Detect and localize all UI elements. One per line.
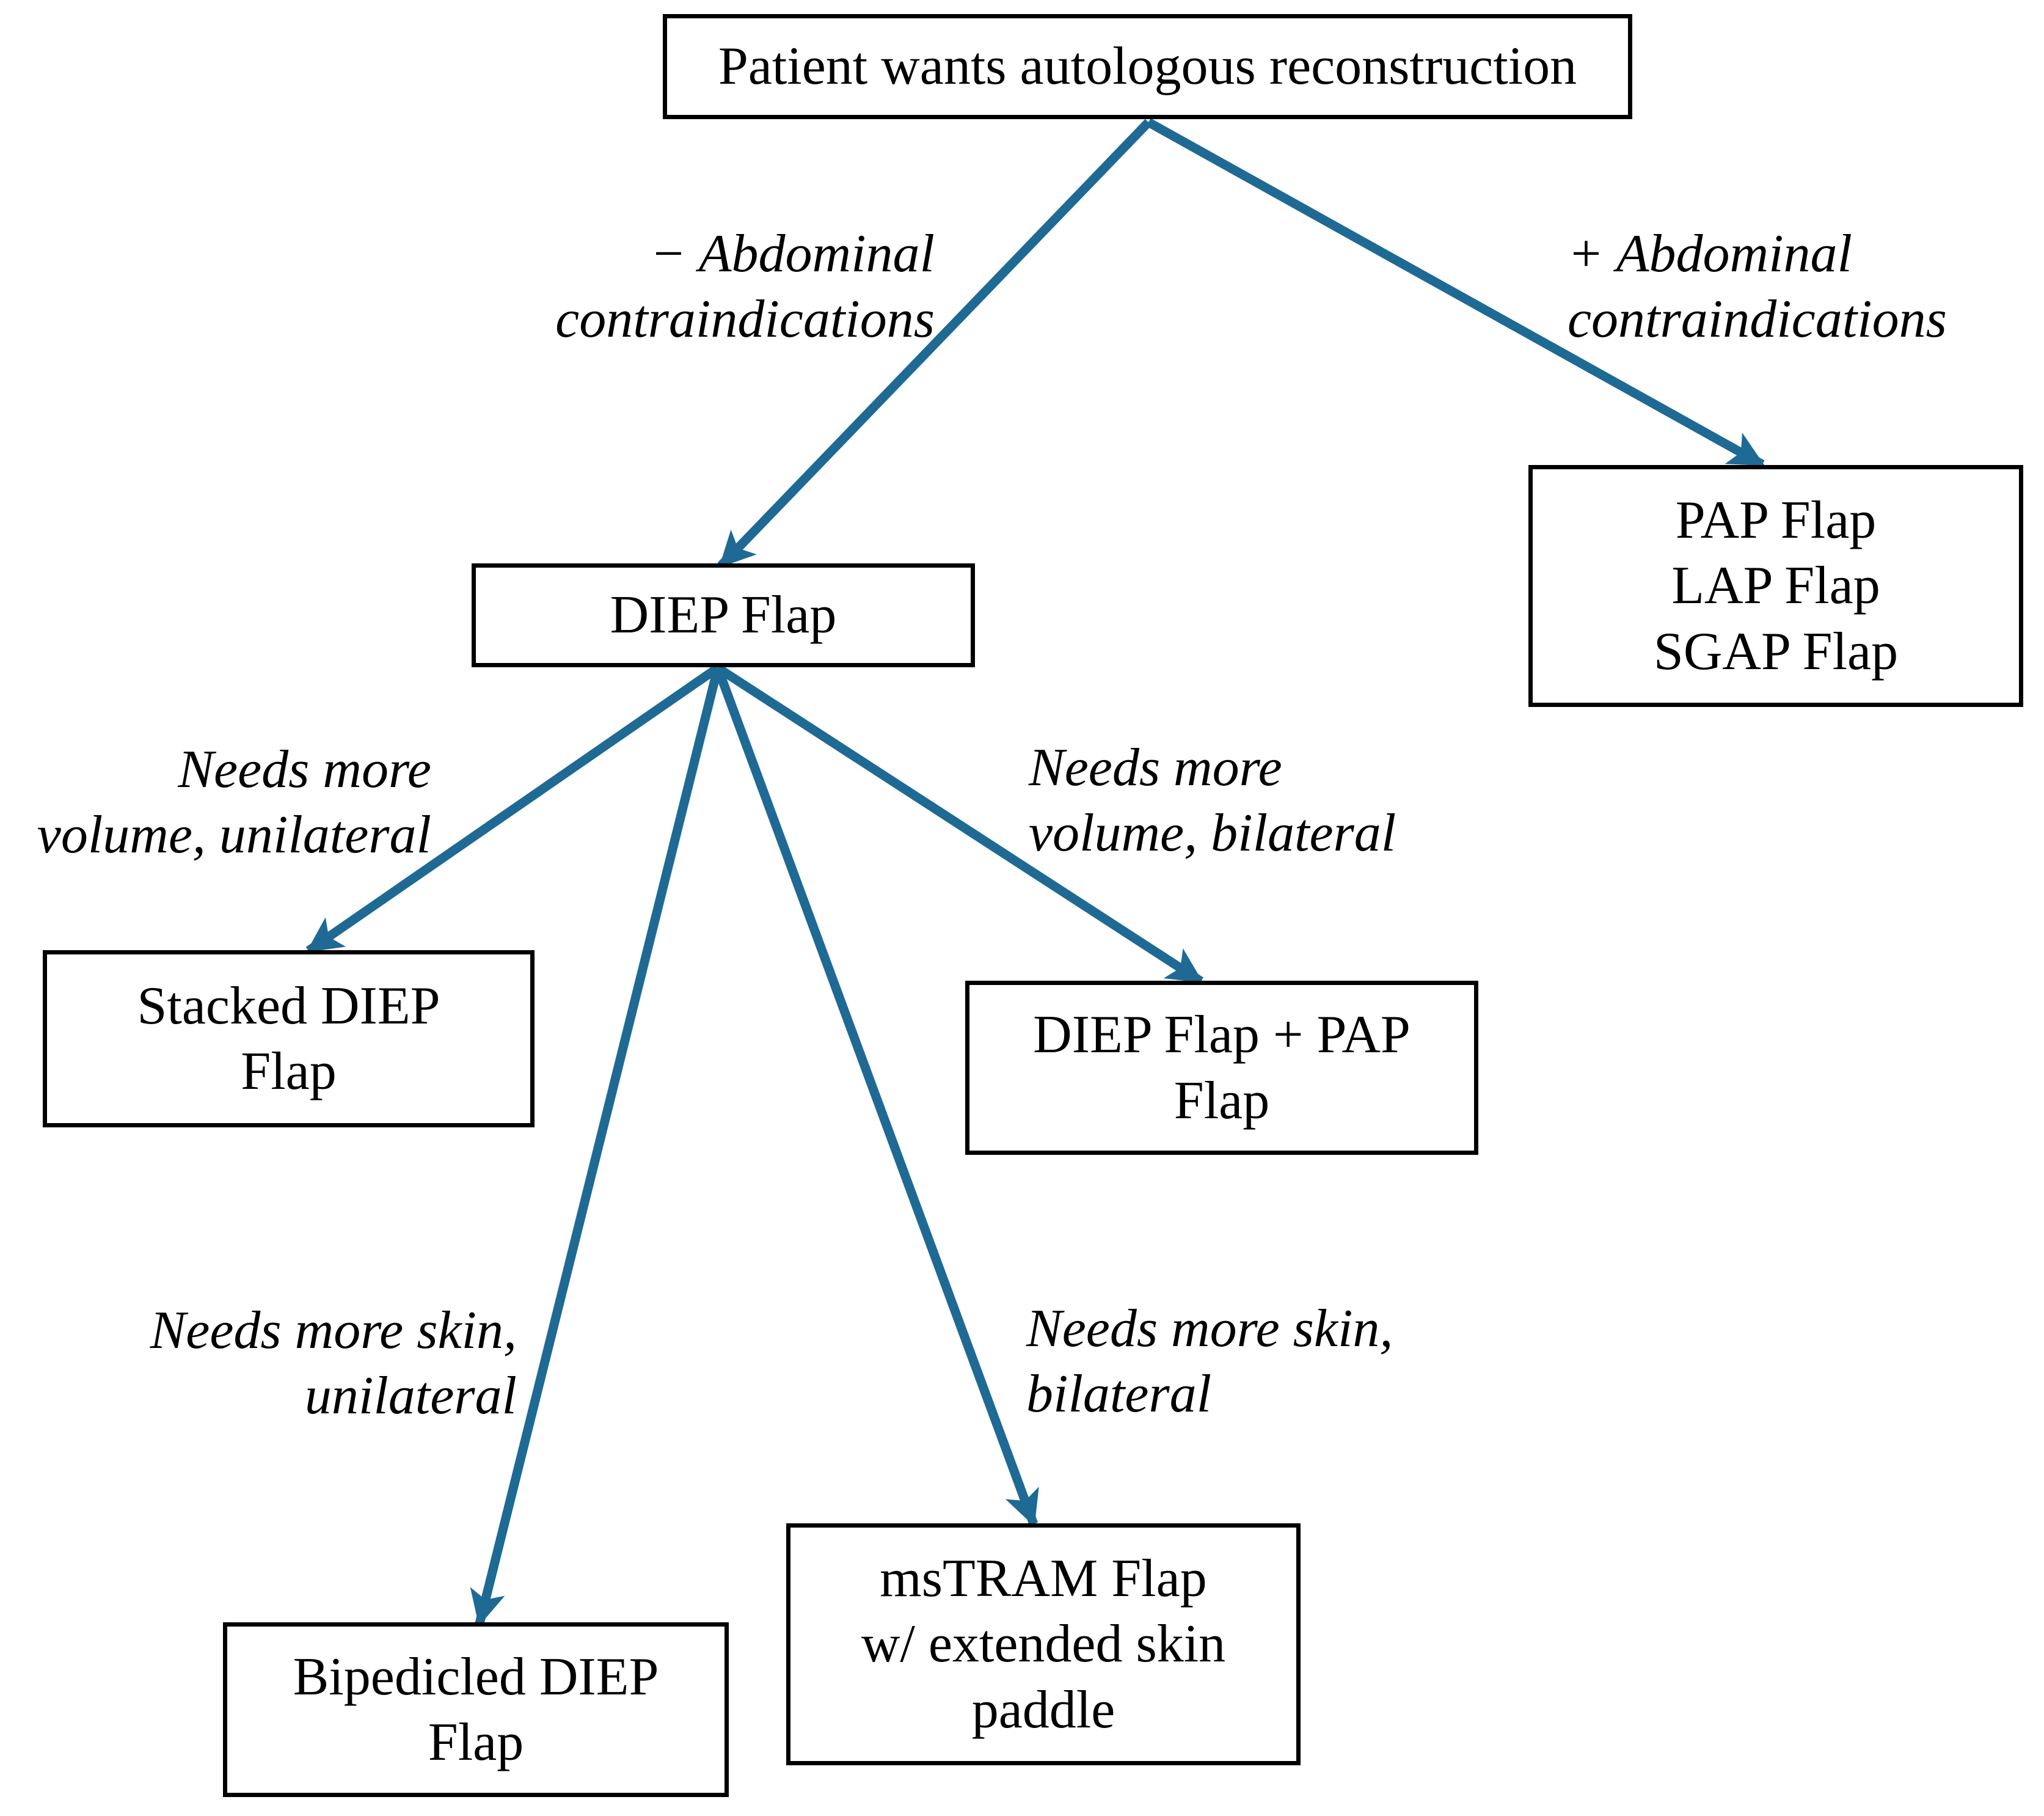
edge-label-needs-more-volume-unilateral: Needs more volume, unilateral [37, 740, 431, 865]
node-pap-lap-sgap-flap: PAP Flap LAP Flap SGAP Flap [1528, 465, 2023, 707]
node-diep-flap-plus-pap-flap: DIEP Flap + PAP Flap [965, 981, 1478, 1155]
edge-label-needs-more-volume-bilateral: Needs more volume, bilateral [1029, 738, 1396, 863]
edge-label-plus-abdominal-contraindications: + Abdominal contraindications [1568, 224, 1947, 350]
node-diep-flap: DIEP Flap [472, 563, 975, 667]
edge-label-needs-more-skin-bilateral: Needs more skin, bilateral [1026, 1299, 1393, 1424]
edge-label-needs-more-skin-unilateral: Needs more skin, unilateral [150, 1301, 517, 1426]
edge-label-minus-abdominal-contraindications: − Abdominal contraindications [555, 224, 935, 350]
arrow-diep-to-mstram [713, 666, 1039, 1527]
arrow-root-to-diep [717, 119, 1152, 569]
node-patient-wants-autologous-reconstruction: Patient wants autologous reconstruction [663, 14, 1632, 119]
node-bipedicled-diep-flap: Bipedicled DIEP Flap [223, 1622, 729, 1797]
arrow-diep-to-bipedicled [470, 667, 723, 1627]
arrow-diep-to-stacked [305, 664, 721, 955]
arrow-root-to-pap-lap-sgap [1146, 118, 1765, 469]
node-stacked-diep-flap: Stacked DIEP Flap [43, 950, 535, 1127]
node-mstram-flap-extended-skin-paddle: msTRAM Flap w/ extended skin paddle [786, 1523, 1301, 1765]
arrow-diep-to-diep-pap [715, 664, 1204, 986]
